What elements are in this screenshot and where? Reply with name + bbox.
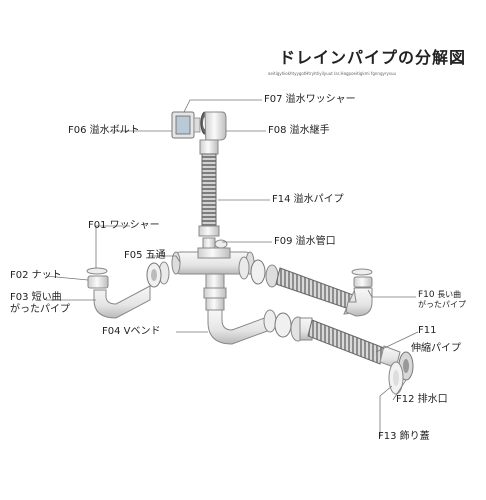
label-f09-name: 溢水管口 — [295, 236, 336, 247]
label-f08-name: 溢水継手 — [289, 125, 330, 136]
label-f09: F09 溢水管口 — [274, 236, 336, 248]
label-f14: F14 溢水パイプ — [272, 194, 344, 206]
telescopic-nut-set — [263, 309, 313, 342]
leader-lines — [45, 99, 419, 437]
label-f13-code: F13 — [378, 431, 397, 442]
decorative-cover — [388, 361, 404, 395]
nut — [87, 275, 109, 289]
label-f13: F13 飾り蓋 — [378, 431, 430, 443]
label-f05: F05 五通 — [124, 250, 166, 262]
label-f03-code: F03 — [10, 292, 29, 303]
telescopic-pipe — [307, 319, 401, 369]
label-f02-code: F02 — [10, 270, 29, 281]
right-nut-set — [238, 256, 279, 288]
diagram-subtitle: aeitigyhiokhtyygotHtryhtiyilyuut lar,Hag… — [268, 71, 397, 76]
right-corrugated-pipe — [275, 267, 357, 311]
label-f07: F07 溢水ワッシャー — [264, 94, 356, 106]
label-f11: 伸縮パイプ — [411, 343, 461, 355]
label-f06-name: 溢水ボルト — [89, 125, 140, 136]
overflow-bolt — [171, 111, 201, 139]
label-f02-name: ナット — [31, 270, 62, 281]
label-f08: F08 溢水継手 — [268, 125, 330, 137]
label-f10-code: F10 — [418, 290, 435, 300]
label-f11-name: 伸縮パイプ — [411, 343, 461, 354]
label-f01-code: F01 — [88, 220, 107, 231]
short-bent-pipe — [93, 285, 151, 319]
label-f08-code: F08 — [268, 125, 287, 136]
label-f02: F02 ナット — [10, 270, 62, 282]
washer — [86, 267, 108, 275]
label-f10-name-line2: がったパイプ — [418, 300, 466, 309]
label-f14-code: F14 — [272, 194, 291, 205]
label-f07-code: F07 — [264, 94, 283, 105]
left-nut-set — [146, 261, 170, 288]
label-f05-code: F05 — [124, 250, 143, 261]
label-f14-name: 溢水パイプ — [293, 194, 344, 205]
long-bent-pipe — [343, 268, 373, 317]
label-f13-name: 飾り蓋 — [399, 431, 430, 442]
label-f01-name: ワッシャー — [109, 220, 160, 231]
label-f03: F03 短い曲 がったパイプ — [10, 292, 70, 316]
label-f10-name: 長い曲 — [437, 290, 462, 299]
label-f01: F01 ワッシャー — [88, 220, 160, 232]
label-f09-code: F09 — [274, 236, 293, 247]
label-f04-name: Vベンド — [123, 326, 161, 337]
label-f11-code: F11 — [418, 325, 437, 336]
label-f12-code: F12 — [396, 394, 415, 405]
overflow-pipe — [198, 153, 220, 237]
label-f05-name: 五通 — [145, 250, 166, 261]
label-f11-code-box: F11 — [418, 325, 436, 337]
label-f07-name: 溢水ワッシャー — [285, 94, 356, 105]
label-f06-code: F06 — [68, 125, 87, 136]
label-f12-name: 排水口 — [417, 394, 448, 405]
label-f10: F10 長い曲 がったパイプ — [418, 290, 466, 310]
label-f03-name: 短い曲 — [31, 292, 62, 303]
label-f04: F04 Vベンド — [102, 326, 161, 338]
label-f04-code: F04 — [102, 326, 121, 337]
v-bend — [203, 287, 271, 345]
label-f12: F12 排水口 — [396, 394, 448, 406]
label-f06: F06 溢水ボルト — [68, 125, 140, 137]
diagram-title: ドレインパイプの分解図 — [279, 48, 467, 67]
five-way-connector — [171, 247, 255, 289]
label-f03-name-line2: がったパイプ — [10, 304, 70, 315]
